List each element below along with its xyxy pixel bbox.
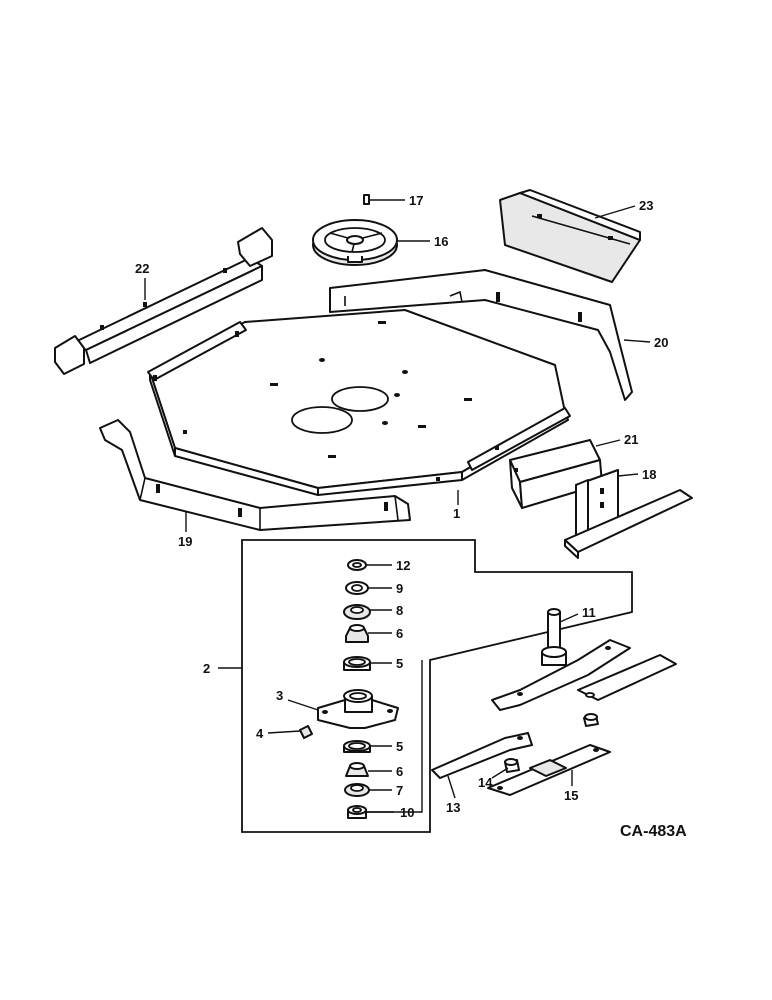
callout-11: 11 [582, 605, 596, 620]
part-channel-bracket [564, 469, 693, 559]
part-blade-13 [431, 732, 533, 779]
part-spacer-14 [504, 758, 520, 773]
callout-10: 10 [400, 805, 414, 820]
callout-6-bottom: 6 [396, 764, 403, 779]
leader-lines [144, 199, 651, 813]
part-stack-washer-9 [345, 581, 369, 595]
callout-4: 4 [256, 726, 264, 741]
callout-20: 20 [654, 335, 668, 350]
callout-6-top: 6 [396, 626, 403, 641]
part-stack-bearing-6-bottom [345, 762, 369, 777]
part-stack-seal-7 [344, 783, 370, 797]
part-front-shield [99, 419, 411, 531]
assembly-frame [241, 539, 633, 833]
callout-3: 3 [276, 688, 283, 703]
callout-5-bottom: 5 [396, 739, 403, 754]
part-stack-nut-10 [347, 805, 367, 819]
callout-15: 15 [564, 788, 578, 803]
callout-14: 14 [478, 775, 493, 790]
part-spindle-shaft [541, 608, 567, 666]
callout-5-top: 5 [396, 656, 403, 671]
part-grease-fitting [299, 725, 313, 739]
part-side-shield [329, 269, 633, 401]
part-cutter-blade-upper [577, 654, 677, 701]
callout-17: 17 [409, 193, 423, 208]
part-small-bolt [363, 194, 370, 205]
callout-22: 22 [135, 261, 149, 276]
callout-18: 18 [642, 467, 656, 482]
callout-16: 16 [434, 234, 448, 249]
part-stack-cup-5-top [343, 656, 371, 671]
callout-1: 1 [453, 506, 460, 521]
part-blade-15 [487, 744, 611, 796]
callout-2: 2 [203, 661, 210, 676]
part-angle-bracket [54, 227, 273, 375]
drawing-code: CA-483A [620, 823, 687, 840]
part-housing-bracket [499, 189, 641, 283]
callout-9: 9 [396, 581, 403, 596]
part-stack-cup-5-bottom [343, 740, 371, 753]
callout-13: 13 [446, 800, 460, 815]
part-blade-carrier [491, 639, 631, 711]
callout-19: 19 [178, 534, 192, 549]
part-blade-bolt-nut [583, 713, 599, 727]
callout-8: 8 [396, 603, 403, 618]
part-stack-washer-12 [347, 559, 367, 571]
callout-23: 23 [639, 198, 653, 213]
callout-21: 21 [624, 432, 638, 447]
callout-7: 7 [396, 783, 403, 798]
part-stack-seal-8 [343, 604, 371, 620]
part-handwheel [312, 219, 398, 266]
part-angle-plate [509, 439, 603, 509]
part-deck-plate [147, 309, 571, 496]
part-stack-bearing-6-top [345, 624, 369, 643]
part-spindle-housing [317, 689, 399, 729]
callout-12: 12 [396, 558, 410, 573]
